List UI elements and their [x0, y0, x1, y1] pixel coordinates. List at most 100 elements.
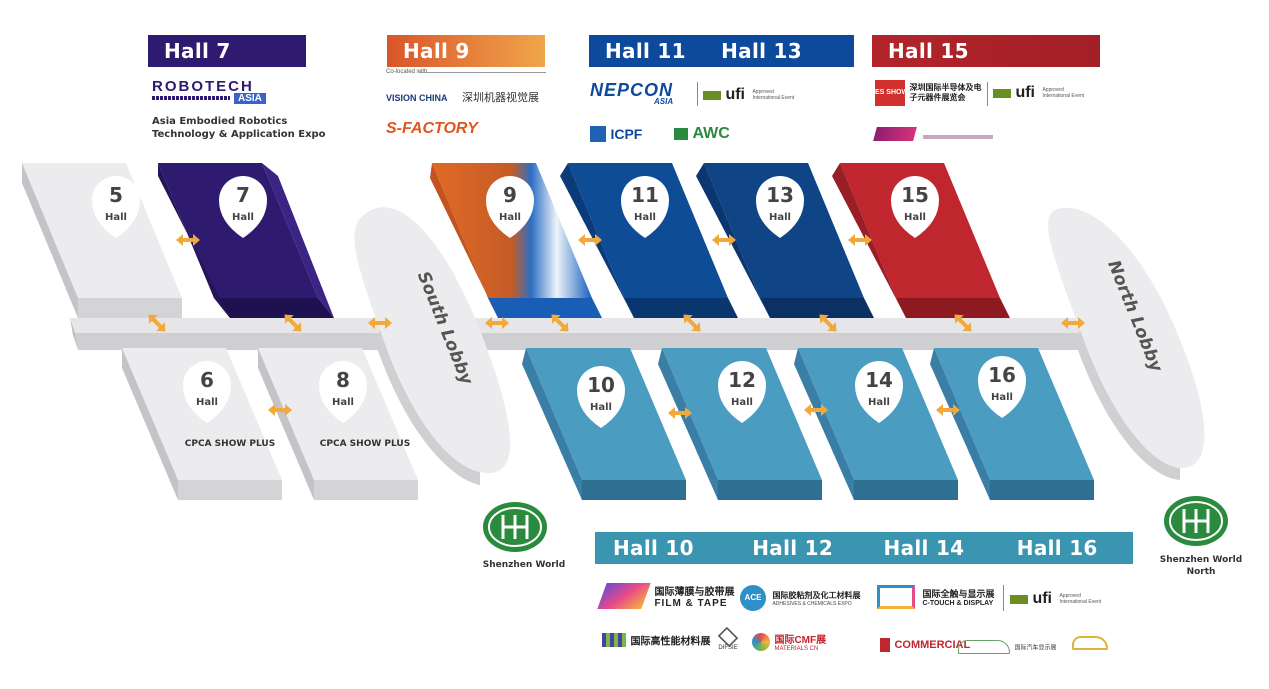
- awc-mark-icon: [674, 128, 688, 140]
- cmf-logo: 国际CMF展 MATERIALS CN: [752, 631, 826, 652]
- ace-cn: 国际胶粘剂及化工材料展: [772, 590, 861, 600]
- cs-logo: [873, 127, 994, 146]
- ace-icon: ACE: [740, 585, 766, 611]
- robotech-caption-1: Asia Embodied Robotics: [152, 116, 288, 127]
- two-way-arrow-icon: [485, 317, 509, 329]
- two-way-arrow-icon: [148, 314, 166, 332]
- robotech-subline: [152, 96, 230, 100]
- hall-5-block: [22, 163, 182, 318]
- ufi-logo-hall15: ufi Approved International Event: [993, 84, 1086, 102]
- vision-china-logo: VISION CHINA 深圳机器视觉展: [386, 88, 539, 106]
- commercial-logo: COMMERCIAL: [880, 636, 970, 654]
- functional-materials-cn: 国际高性能材料展: [630, 636, 711, 648]
- hall-11-label: Hall: [634, 212, 656, 223]
- film-tape-en: FILM & TAPE: [654, 598, 728, 609]
- metro-north-label-1: Shenzhen World: [1160, 555, 1242, 565]
- hall-8-note: CPCA SHOW PLUS: [320, 439, 410, 449]
- icpf-logo: ICPF: [590, 125, 642, 143]
- hall-7-label: Hall: [232, 212, 254, 223]
- robotech-wordmark: ROBOTECH: [152, 78, 254, 95]
- north-lobby-block: [1048, 207, 1205, 480]
- ufi-logo-hall11: ufi Approved International Event: [703, 86, 802, 104]
- two-way-arrow-icon: [848, 234, 872, 246]
- hall-16-number: 16: [988, 363, 1016, 387]
- map-pin-icon: [978, 356, 1026, 418]
- difsie-logo: DIFSIE: [717, 626, 739, 651]
- hall-6-note: CPCA SHOW PLUS: [185, 439, 275, 449]
- icpf-chip-icon: [590, 125, 606, 142]
- two-way-arrow-icon: [284, 314, 302, 332]
- film-tape-logo: 国际薄膜与胶带展 FILM & TAPE: [597, 583, 734, 609]
- icpf-wordmark: ICPF: [610, 125, 643, 142]
- passage-arrows: [148, 234, 1085, 419]
- ufi-note: Approved International Event: [752, 89, 795, 101]
- banner-hall-11-label: Hall 11: [605, 39, 686, 63]
- ufi-note-3: Approved International Event: [1059, 593, 1102, 605]
- hall-15-label: Hall: [904, 212, 926, 223]
- ufi-wordmark-2: ufi: [1015, 84, 1035, 101]
- robotech-caption-2: Technology & Application Expo: [152, 129, 326, 140]
- banner-hall-12-label: Hall 12: [752, 536, 834, 560]
- ctouch-divider: [1003, 585, 1004, 611]
- two-way-arrow-icon: [683, 314, 701, 332]
- banner-hall-15: Hall 15: [872, 35, 1100, 67]
- hall-5-label: Hall: [105, 212, 127, 223]
- map-pin-icon: [577, 366, 625, 428]
- map-pin-icon: [855, 361, 903, 423]
- hall-6-label: Hall: [196, 397, 218, 408]
- hall-13-number: 13: [766, 183, 794, 207]
- banner-hall-9-label: Hall 9: [403, 39, 470, 63]
- co-located-text: Co-located with: [386, 69, 428, 75]
- hall-14-label: Hall: [868, 397, 890, 408]
- two-way-arrow-icon: [954, 314, 972, 332]
- es-divider: [987, 82, 988, 106]
- awc-logo: AWC: [674, 125, 730, 143]
- vision-china-cn: 深圳机器视觉展: [461, 91, 539, 104]
- two-way-arrow-icon: [936, 404, 960, 416]
- two-way-arrow-icon: [804, 404, 828, 416]
- hall-11-number: 11: [631, 183, 659, 207]
- auto-display-cn: 国际汽车显示展: [1014, 645, 1057, 652]
- hall-14-number: 14: [865, 368, 893, 392]
- map-pin-icon: [891, 176, 939, 238]
- functional-materials-icon: [602, 632, 626, 647]
- map-pin-icon: [718, 361, 766, 423]
- vision-china-wordmark: VISION CHINA: [386, 93, 448, 103]
- functional-materials-logo: 国际高性能材料展: [602, 631, 710, 649]
- ctouch-cn: 国际全触与显示展: [922, 589, 995, 599]
- banner-halls-10-16: Hall 10 Hall 12 Hall 14 Hall 16: [595, 532, 1133, 564]
- nepcon-wordmark: NEPCON: [590, 80, 674, 100]
- metro-south-label: Shenzhen World: [483, 560, 565, 570]
- ctouch-logo: 国际全触与显示展 C-TOUCH & DISPLAY: [877, 585, 994, 609]
- metro-icon-north: [1164, 496, 1228, 546]
- commercial-wordmark: COMMERCIAL: [894, 638, 971, 651]
- map-pin-icon: [621, 176, 669, 238]
- hall-13-label: Hall: [769, 212, 791, 223]
- hall-8-number: 8: [336, 368, 350, 392]
- banner-hall-7: Hall 7: [148, 35, 306, 67]
- hall-16-block: [930, 348, 1094, 500]
- hall-markers: 5Hall7Hall6Hall8Hall9Hall11Hall13Hall15H…: [92, 176, 1026, 428]
- commercial-icon: [880, 637, 890, 652]
- banner-hall-14-label: Hall 14: [883, 536, 965, 560]
- yellow-emblem-logo: [1072, 636, 1108, 655]
- hall-12-label: Hall: [731, 397, 753, 408]
- south-lobby-block: [354, 207, 511, 485]
- two-way-arrow-icon: [1061, 317, 1085, 329]
- yellow-emblem-icon: [1072, 636, 1108, 650]
- banner-hall-11-13: Hall 11 Hall 13: [589, 35, 854, 67]
- es-show-logo: ES SHOW 深圳国际半导体及电子元器件展览会: [875, 80, 987, 106]
